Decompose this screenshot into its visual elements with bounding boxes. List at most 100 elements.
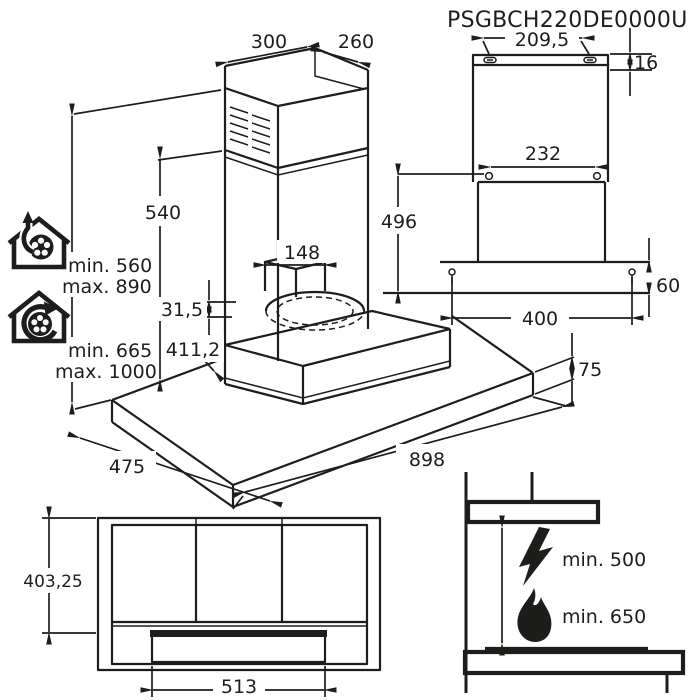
flame-icon [517,588,552,642]
hook-icon [592,171,602,181]
bottom-view: 403,25 513 [13,506,382,698]
rear-vent-cutout [150,632,327,664]
label-box [396,444,458,472]
dim-31-5-label: 31,5 [161,299,203,321]
house-roof [7,290,71,319]
vent-slats-icon [229,106,271,154]
label-box [157,297,207,321]
canopy-top-back-edges [111,315,534,402]
vent-slats-left-column [229,106,249,146]
label-box [48,274,158,297]
dim-540-label: 540 [145,202,181,224]
recirculation-min-label: min. 665 [68,340,152,362]
recirculation-arrow-arc [21,304,58,343]
ext-line-bottom [74,399,112,410]
hood-bottom-edges [224,365,451,406]
dim-bar-height: 16 [610,28,658,96]
hood-top-face [224,309,451,368]
dim-16-label: 16 [634,52,658,74]
duct-arrow-head [22,211,34,223]
blower-inner-ring-hidden [276,296,354,326]
dim-hook-spacing: 232 [478,141,608,170]
dim-screw-spacing: 400 [440,277,644,331]
dim-duct-width: 148 [253,240,337,268]
hood-body [223,309,452,406]
chimney-telescope-seam [224,146,369,170]
label-box [48,359,158,382]
exhaust-mode-icon [7,211,71,270]
label-box [162,335,224,362]
dim-line [310,45,371,69]
ext-line [157,150,223,161]
dim-496-label: 496 [381,211,417,233]
mounting-bar [471,53,610,67]
dim-line [215,41,320,68]
dim-chimney-width: 300 [215,31,320,68]
dim-lower-chimney-height: 540 [138,146,223,392]
label-box [511,304,569,331]
fan-blades [31,315,49,333]
canopy-top-front-edges [111,371,534,487]
label-box [213,672,265,698]
dim-canopy-depth: 475 [67,431,283,508]
dim-60-label: 60 [656,275,680,297]
grease-filter-dividers [194,525,284,622]
dim-chimney-width-label: 300 [251,31,287,53]
clearance-side-view: min. 500 min. 650 [462,472,686,693]
hood-groove-line [224,360,451,399]
canopy-outline [96,516,382,672]
label-box [13,568,93,593]
label-box [375,207,423,234]
label-box [505,25,579,51]
dim-898-label: 898 [409,449,445,471]
lightning-icon [519,527,553,586]
dim-403-25-label: 403,25 [23,572,82,592]
dim-475-label: 475 [109,456,145,478]
dim-513-label: 513 [221,676,257,698]
dim-bracket-height: 496 [375,163,484,304]
dim-hood-height: 411,2 [162,335,225,383]
label-box [517,141,569,164]
rear-mounting-view: 209,5 16 232 496 60 [375,25,680,331]
dim-canopy-width: 898 [232,396,575,510]
chimney-front-rim [224,86,369,108]
fan-hub [38,244,44,250]
house-walls [11,239,67,270]
dim-75-label: 75 [578,359,602,381]
ext-lines [482,40,590,55]
dim-232-label: 232 [525,143,561,165]
label-box [138,196,190,226]
blower-ellipse-top [264,290,366,312]
ext-line-top [73,89,222,115]
dim-chimney-depth: 260 [310,31,374,69]
model-number: PSGBCH220DE0000U [447,8,688,33]
dim-body-depth: 403,25 [13,506,96,645]
duct-arrow-stem [21,221,35,255]
lower-chimney-outline [476,180,607,262]
recirculation-max-label: max. 1000 [55,361,157,383]
dim-duct-collar-height: 31,5 [157,280,236,340]
dim-bar-width: 209,5 [471,25,595,55]
leader-arrow [204,360,225,383]
dim-mounting-height: min. 560 max. 890 min. 665 max. 1000 [48,89,222,415]
duct-spigot [263,253,366,331]
dim-rear-vent-width: 513 [140,666,337,698]
vent-slats-right-column [251,114,271,154]
dim-screw-offset: 60 [646,238,680,317]
fan-hub [37,321,43,327]
ext-lines [534,356,575,395]
recirculation-mode-icon [7,290,71,344]
dim-chimney-depth-label: 260 [338,31,374,53]
fan-blades [31,237,51,256]
rear-vent-bar [150,630,327,637]
exhaust-min-label: min. 560 [68,255,152,277]
chimney-telescope-seam-2 [224,154,369,176]
label-box [277,240,327,263]
upper-chimney-outline [471,65,610,182]
dim-411-2-label: 411,2 [166,339,220,361]
blower-ellipse-bottom-hidden [265,310,365,331]
hook-icon [484,171,494,181]
chimney-duct [223,46,370,361]
inner-frame [110,523,369,666]
